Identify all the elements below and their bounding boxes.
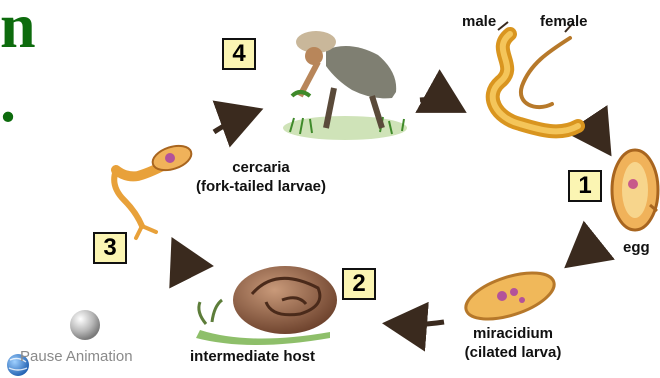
label-female: female: [540, 12, 588, 31]
label-male: male: [462, 12, 496, 31]
miracidium-illustration: [460, 264, 559, 329]
label-cercaria: cercaria: [186, 158, 336, 177]
arrow-cercaria-to-4: [214, 112, 254, 132]
arrow-miracidium-to-snail: [392, 322, 444, 325]
arrow-snail-to-cercaria: [176, 246, 192, 276]
arrow-4-to-worms: [420, 100, 458, 108]
step-2-badge: 2: [342, 268, 376, 300]
label-miracidium-note: (cilated larva): [446, 343, 580, 362]
label-cercaria-note: (fork-tailed larvae): [186, 177, 336, 196]
label-egg: egg: [623, 238, 650, 257]
snail-illustration: [196, 266, 337, 345]
pause-animation-button[interactable]: Pause Animation: [20, 348, 133, 365]
cercaria-illustration: [114, 141, 194, 238]
label-miracidium: miracidium: [446, 324, 580, 343]
sphere-icon[interactable]: [70, 310, 100, 340]
step-4-badge: 4: [222, 38, 256, 70]
farmer-illustration: [283, 31, 407, 140]
step-1-badge: 1: [568, 170, 602, 202]
label-cercaria-group: cercaria (fork-tailed larvae): [186, 158, 336, 196]
label-intermediate-host: intermediate host: [190, 347, 315, 366]
label-miracidium-group: miracidium (cilated larva): [446, 324, 580, 362]
arrow-egg-to-miracidium: [572, 243, 590, 262]
adult-worms-illustration: [493, 22, 578, 131]
step-3-badge: 3: [93, 232, 127, 264]
egg-illustration: [612, 150, 658, 230]
arrow-worms-to-egg: [586, 128, 606, 148]
